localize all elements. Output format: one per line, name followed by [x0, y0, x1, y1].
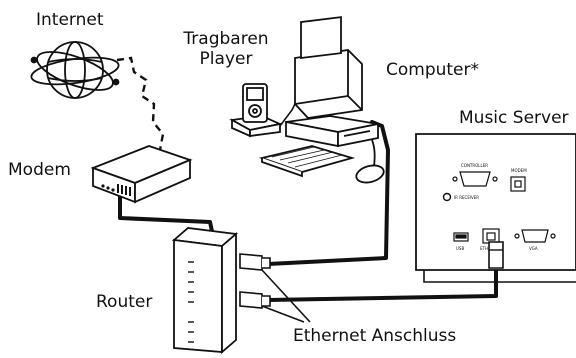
usb-port-icon	[453, 232, 469, 242]
modem-port-label: MODEM	[511, 168, 527, 173]
portable-player-label-line1: Tragbaren	[183, 29, 269, 49]
modem-label: Modem	[8, 160, 71, 180]
vga-port-icon	[514, 229, 556, 243]
ethernet-plug-icon	[239, 253, 271, 309]
cable-modem-router	[118, 188, 215, 238]
vga-port-label: VGA	[529, 246, 538, 251]
modem-port-icon	[510, 176, 526, 192]
ethernet-callout-lines	[261, 269, 311, 323]
ethernet-port-icon	[482, 228, 500, 244]
ir-receiver-icon	[442, 192, 452, 202]
internet-link-dashed	[116, 56, 165, 151]
computer-label: Computer*	[386, 60, 480, 80]
internet-label: Internet	[36, 10, 104, 30]
controller-port-icon	[452, 171, 498, 187]
portable-player-label-line2: Player	[199, 49, 253, 69]
usb-port-label: USB	[456, 246, 464, 251]
router-label: Router	[96, 292, 153, 312]
music-server-label: Music Server	[459, 108, 569, 128]
ir-receiver-label: IR RECEIVER	[454, 195, 479, 200]
ethernet-port-label-main: Ethernet Anschluss	[293, 326, 457, 346]
modem-icon	[90, 145, 193, 204]
controller-port-label: CONTROLLER	[461, 163, 488, 168]
portable-player-icon	[229, 83, 296, 138]
portable-player-label: Tragbaren Player	[178, 29, 274, 69]
computer-icon	[258, 16, 385, 184]
router-icon	[171, 227, 239, 354]
internet-globe-icon	[30, 41, 120, 99]
music-server-panel: CONTROLLER IR RECEIVER MODEM USB ETHERNE…	[415, 133, 576, 283]
